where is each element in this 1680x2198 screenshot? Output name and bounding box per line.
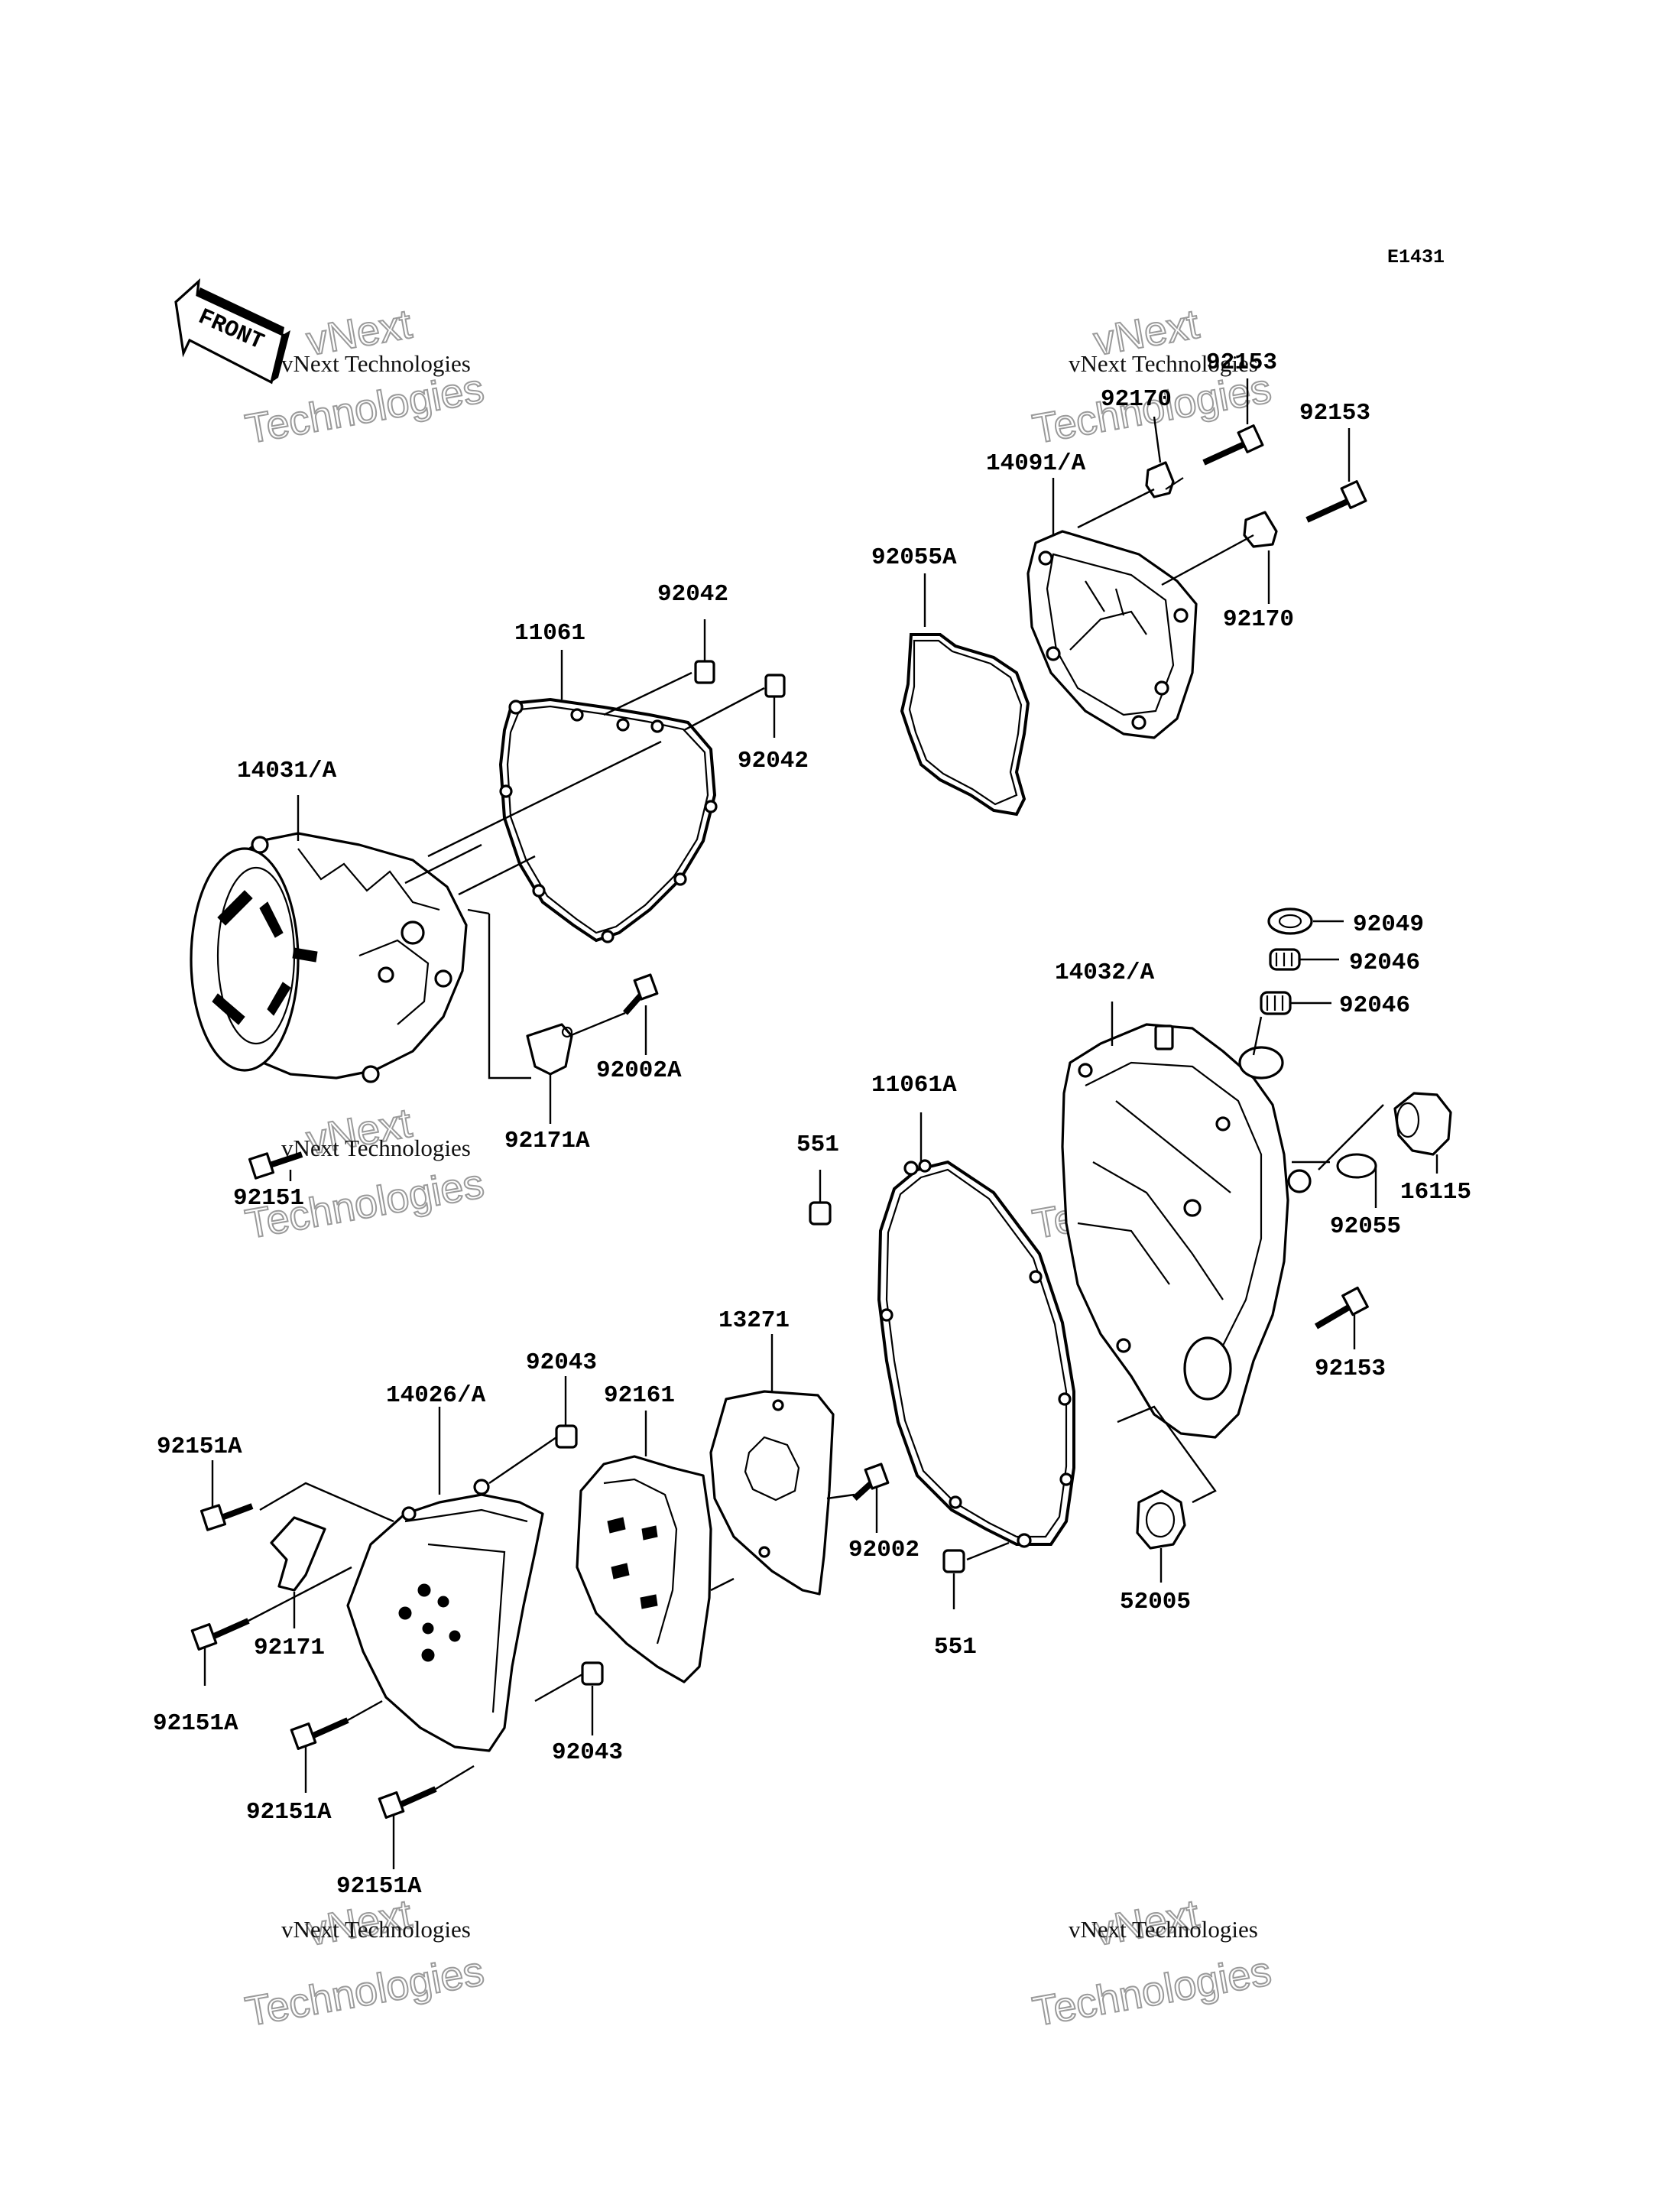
bolt-92151-left[interactable]	[248, 1151, 303, 1180]
seal-52005[interactable]	[1136, 1489, 1186, 1550]
dowel-92042-bottom[interactable]	[764, 674, 786, 698]
label-551-top: 551	[796, 1131, 839, 1158]
clamp-92171A[interactable]	[526, 1023, 573, 1076]
watermark-company-text: vNext Technologies	[281, 1135, 471, 1161]
clamp-92171[interactable]	[270, 1516, 326, 1592]
label-92151A-3: 92151A	[246, 1799, 332, 1826]
watermark-company-text: vNext Technologies	[1069, 350, 1258, 377]
part-labels: 92153 92170 92153 14091/A 92055A 92170 1…	[153, 349, 1471, 1900]
plate-13271[interactable]	[709, 1390, 835, 1596]
label-92046-top: 92046	[1349, 950, 1420, 976]
label-92043-top: 92043	[526, 1349, 597, 1376]
bolt-92151A-2[interactable]	[190, 1618, 250, 1651]
bolt-92002A[interactable]	[622, 973, 659, 1015]
bolt-92151A-4[interactable]	[378, 1786, 437, 1819]
label-92161: 92161	[604, 1382, 675, 1409]
cap-16115[interactable]	[1393, 1092, 1452, 1156]
label-14031: 14031/A	[237, 758, 337, 784]
label-92151A-2: 92151A	[153, 1710, 238, 1737]
label-92042-top: 92042	[657, 581, 728, 608]
label-92153-lower: 92153	[1315, 1355, 1386, 1382]
dowel-92043-bottom[interactable]	[581, 1661, 604, 1686]
label-14032: 14032/A	[1055, 959, 1155, 986]
gasket-92055A[interactable]	[900, 633, 1030, 817]
watermark-logo-bottom: Technologies	[1030, 1948, 1275, 2035]
label-92170-bottom: 92170	[1223, 606, 1294, 633]
label-14091: 14091/A	[986, 450, 1086, 477]
clamp-92170-bottom[interactable]	[1243, 511, 1278, 548]
label-92055: 92055	[1330, 1213, 1401, 1240]
label-52005: 52005	[1120, 1589, 1191, 1615]
dowel-551-bottom[interactable]	[942, 1549, 965, 1573]
gasket-11061A[interactable]	[877, 1159, 1075, 1548]
label-92046-bottom: 92046	[1339, 992, 1410, 1019]
label-92049: 92049	[1353, 911, 1424, 938]
label-92043-bottom: 92043	[552, 1739, 623, 1766]
label-11061: 11061	[514, 620, 585, 647]
label-92171A: 92171A	[504, 1128, 590, 1154]
watermark-top-left: vNext vNext Technologies Technologies	[242, 300, 488, 453]
watermark-top-right: vNext vNext Technologies Technologies	[1029, 300, 1276, 453]
bearing-92046-bottom[interactable]	[1260, 991, 1292, 1015]
label-92042-bottom: 92042	[738, 748, 809, 774]
watermark-middle-left: vNext vNext Technologies Technologies	[242, 1099, 488, 1248]
label-92151A-4: 92151A	[336, 1873, 422, 1900]
label-13271: 13271	[718, 1307, 790, 1334]
cover-14026[interactable]	[346, 1479, 544, 1752]
bolt-92151A-1[interactable]	[199, 1503, 254, 1531]
bolt-92153-lower[interactable]	[1314, 1286, 1369, 1330]
label-92153-top: 92153	[1206, 349, 1277, 376]
dowel-92043-top[interactable]	[555, 1424, 578, 1449]
label-14026: 14026/A	[386, 1382, 486, 1409]
cover-14031[interactable]	[190, 832, 468, 1083]
bolt-92153-right[interactable]	[1305, 480, 1367, 523]
clamp-92170-top[interactable]	[1145, 461, 1184, 498]
watermark-logo-bottom: Technologies	[242, 1948, 488, 2035]
leader-lines	[203, 378, 1438, 1869]
front-arrow-icon: FRONT	[174, 278, 290, 385]
label-551-bottom: 551	[934, 1634, 977, 1661]
bearing-92046-top[interactable]	[1269, 948, 1301, 971]
diagram-code: E1431	[1387, 246, 1445, 268]
label-92171: 92171	[254, 1635, 325, 1661]
bolt-92002[interactable]	[852, 1463, 890, 1501]
watermark-company-text: vNext Technologies	[1069, 1916, 1258, 1943]
bolt-92151A-3[interactable]	[290, 1717, 349, 1750]
label-16115: 16115	[1400, 1179, 1471, 1206]
label-92002A: 92002A	[596, 1057, 682, 1084]
label-11061A: 11061A	[871, 1072, 957, 1099]
seal-92049[interactable]	[1267, 907, 1313, 935]
damper-92161[interactable]	[576, 1455, 712, 1683]
watermark-company-text: vNext Technologies	[281, 1916, 471, 1943]
bolt-92153-top[interactable]	[1202, 424, 1264, 466]
watermark-bottom-left: vNext vNext Technologies Technologies	[242, 1891, 488, 2036]
o-ring-92055[interactable]	[1336, 1153, 1377, 1179]
watermark-company-text: vNext Technologies	[281, 350, 471, 377]
watermark-bottom-right: vNext vNext Technologies Technologies	[1029, 1891, 1276, 2036]
dowel-551-top[interactable]	[809, 1201, 832, 1226]
label-92170-top: 92170	[1101, 386, 1172, 413]
label-92151-left: 92151	[233, 1185, 304, 1212]
cover-14032[interactable]	[1061, 1023, 1312, 1439]
watermark-logo-bottom: Technologies	[242, 365, 488, 453]
label-92153-right: 92153	[1299, 400, 1370, 427]
gasket-11061[interactable]	[498, 697, 718, 943]
label-92055A: 92055A	[871, 544, 957, 571]
label-92151A-1: 92151A	[157, 1433, 242, 1460]
dowel-92042-top[interactable]	[694, 660, 715, 684]
cover-14091[interactable]	[1026, 530, 1198, 739]
label-92002: 92002	[848, 1537, 919, 1563]
